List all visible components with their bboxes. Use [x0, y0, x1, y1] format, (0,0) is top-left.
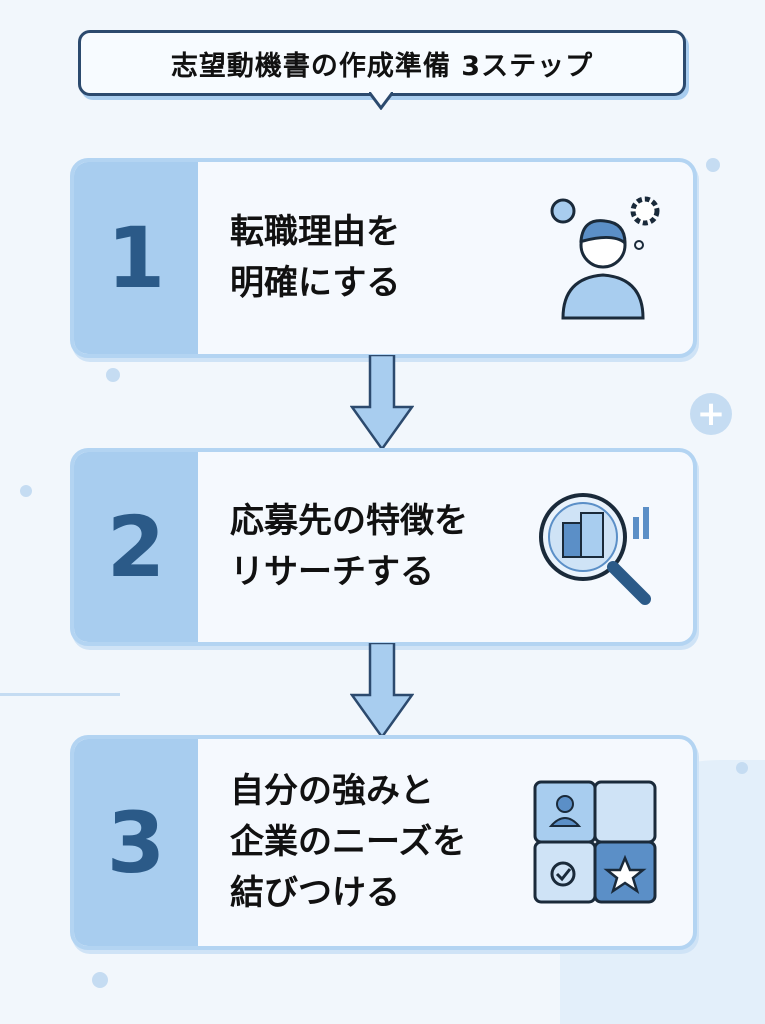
step-card-1: 1 転職理由を 明確にする	[70, 158, 697, 358]
step-text-line: リサーチする	[230, 552, 434, 592]
step-number: 1	[74, 162, 198, 354]
decor-dot	[706, 158, 720, 172]
magnifier-building-icon	[539, 493, 651, 605]
down-arrow	[350, 355, 414, 451]
step-text-line: 結びつける	[230, 873, 400, 913]
step-text: 応募先の特徴を リサーチする	[198, 452, 693, 642]
step-text-line: 応募先の特徴を	[230, 501, 468, 541]
page-title: 志望動機書の作成準備 3ステップ	[78, 30, 686, 96]
thinking-person-icon	[550, 196, 660, 320]
step-text-line: 転職理由を	[230, 212, 400, 252]
step-number: 2	[74, 452, 198, 642]
decor-dot	[20, 485, 32, 497]
step-text: 自分の強みと 企業のニーズを 結びつける	[198, 739, 693, 946]
step-card-2: 2 応募先の特徴を リサーチする	[70, 448, 697, 646]
step-text-line: 企業のニーズを	[230, 822, 467, 862]
step-number: 3	[74, 739, 198, 946]
decor-dot	[92, 972, 108, 988]
medical-cross-icon: +	[690, 393, 732, 435]
step-card-3: 3 自分の強みと 企業のニーズを 結びつける	[70, 735, 697, 950]
step-text-line: 明確にする	[230, 263, 401, 303]
decor-dot	[106, 368, 120, 382]
step-text: 転職理由を 明確にする	[198, 162, 693, 354]
decor-dot	[736, 762, 748, 774]
decor-line	[0, 693, 120, 696]
down-arrow	[350, 643, 414, 739]
step-text-line: 自分の強みと	[230, 771, 434, 811]
title-pointer	[369, 92, 393, 110]
puzzle-icon	[533, 780, 657, 903]
